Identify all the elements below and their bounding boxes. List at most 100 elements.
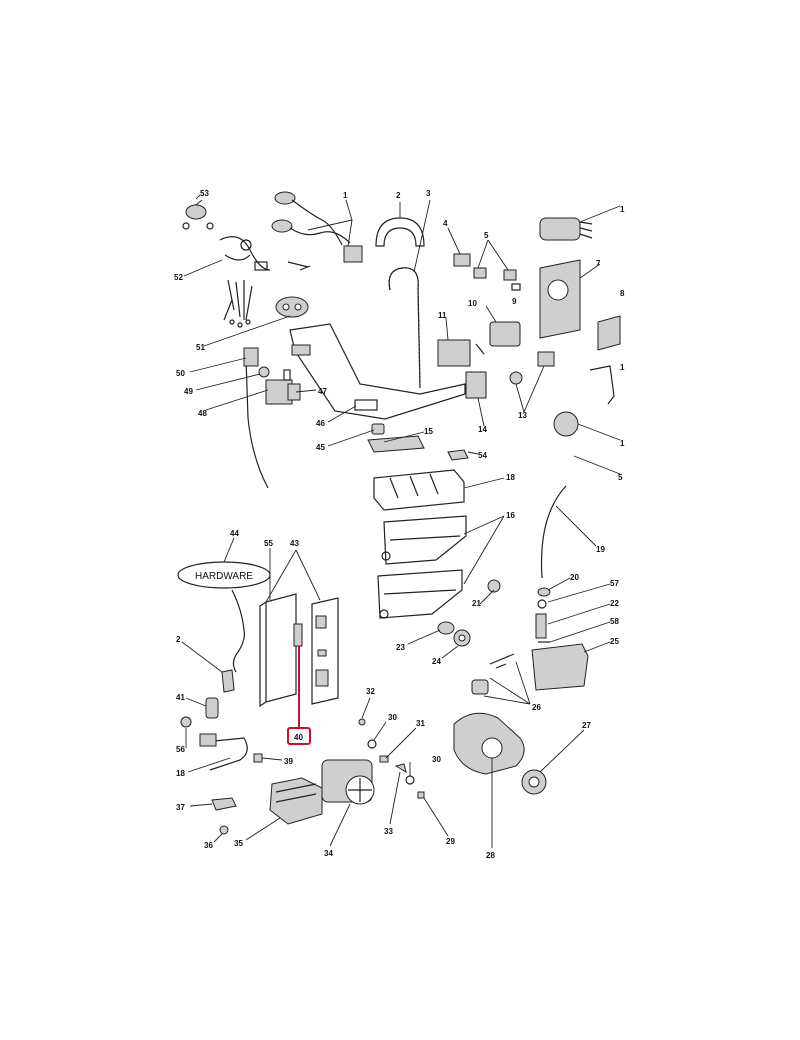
callout-11: 11	[438, 311, 447, 320]
part-40-connector[interactable]	[293, 623, 303, 647]
callout-25: 25	[610, 637, 619, 646]
part-57-ring[interactable]	[537, 599, 547, 609]
callout-29: 29	[446, 837, 455, 846]
part-31-bolt[interactable]	[379, 755, 389, 763]
callout-53: 53	[200, 189, 209, 198]
callout-39: 39	[284, 757, 293, 766]
callout-1-right-3: 1	[620, 439, 625, 448]
part-54-clip[interactable]	[447, 449, 469, 461]
callout-28: 28	[486, 851, 495, 860]
callout-56: 56	[176, 745, 185, 754]
callout-27: 27	[582, 721, 591, 730]
part-47-valve[interactable]	[265, 369, 301, 405]
part-1-mains-cable[interactable]	[271, 191, 363, 271]
part-50-hose[interactable]	[243, 347, 269, 489]
part-13-knobs[interactable]	[509, 351, 555, 385]
callout-2-left: 2	[176, 635, 181, 644]
part-41-tube[interactable]	[205, 697, 219, 719]
callout-15: 15	[424, 427, 433, 436]
part-18-detergent-drawer[interactable]	[373, 469, 465, 511]
callout-1: 1	[343, 191, 348, 200]
callout-49: 49	[184, 387, 193, 396]
part-19-tube[interactable]	[540, 485, 567, 579]
callout-16: 16	[506, 511, 515, 520]
part-25-terminal-block[interactable]	[531, 643, 589, 691]
part-28-drain-pump[interactable]	[453, 712, 525, 775]
part-46-control-panel[interactable]	[289, 323, 466, 420]
part-36-screw[interactable]	[219, 825, 229, 835]
part-2-lamp-bracket[interactable]	[221, 669, 235, 693]
part-43-pcb[interactable]	[311, 597, 339, 705]
callout-9: 9	[512, 297, 517, 306]
callout-57: 57	[610, 579, 619, 588]
part-51-grommet[interactable]	[275, 296, 309, 318]
part-7-programmer[interactable]	[539, 259, 581, 339]
callout-3: 3	[426, 189, 431, 198]
part-35-pump-motor[interactable]	[269, 777, 323, 825]
part-9-connector[interactable]	[511, 283, 521, 291]
part-49-ring[interactable]	[258, 366, 270, 378]
part-10-timer[interactable]	[475, 321, 521, 355]
part-5-lamp[interactable]	[473, 267, 517, 281]
callout-4: 4	[443, 219, 448, 228]
callout-26: 26	[532, 703, 541, 712]
part-26-heater-parts[interactable]	[471, 653, 515, 695]
part-21-fitting[interactable]	[487, 579, 501, 593]
callout-40[interactable]: 40	[294, 733, 303, 742]
callout-21: 21	[472, 599, 481, 608]
part-14-interference-filter[interactable]	[465, 371, 487, 399]
callout-52: 52	[174, 273, 183, 282]
part-pressure-switch[interactable]	[553, 411, 579, 437]
part-30-washer-b[interactable]	[405, 775, 415, 785]
callout-30-b: 30	[432, 755, 441, 764]
part-15-knob-insert[interactable]	[367, 435, 425, 453]
callout-5: 5	[484, 231, 489, 240]
part-33-bracket[interactable]	[394, 763, 407, 774]
hardware-label: HARDWARE	[195, 571, 253, 582]
callout-10: 10	[468, 299, 477, 308]
callout-45: 45	[316, 443, 325, 452]
part-3-drain-hose[interactable]	[388, 267, 421, 389]
part-24-seal[interactable]	[453, 629, 471, 647]
part-39-clip[interactable]	[253, 753, 263, 763]
part-44-hardware-bag[interactable]: HARDWARE	[177, 561, 271, 673]
part-56-knob[interactable]	[180, 716, 192, 728]
callout-31: 31	[416, 719, 425, 728]
part-53-plug[interactable]	[182, 194, 214, 230]
part-55-cover[interactable]	[259, 593, 297, 708]
part-6-capacitor[interactable]	[539, 217, 593, 241]
part-8-module[interactable]	[597, 315, 621, 351]
part-52-wiring-harness[interactable]	[219, 236, 271, 328]
part-2-hose-clamp[interactable]	[375, 217, 425, 247]
callout-2: 2	[396, 191, 401, 200]
part-18b-heater-element[interactable]	[199, 733, 248, 771]
part-4-switch[interactable]	[453, 253, 471, 267]
part-27-pump-filter[interactable]	[521, 769, 547, 795]
part-32-screw[interactable]	[358, 718, 366, 726]
highlight-part-40[interactable]	[287, 646, 311, 745]
callout-54: 54	[478, 451, 487, 460]
callout-5-right: 5	[618, 473, 623, 482]
part-16-drawer-lower[interactable]	[377, 569, 463, 619]
part-30-washer-a[interactable]	[367, 739, 377, 749]
part-22-spring-tube[interactable]	[535, 613, 547, 639]
part-16-drawer-upper[interactable]	[381, 515, 467, 565]
part-29-screw[interactable]	[417, 791, 425, 799]
callout-22: 22	[610, 599, 619, 608]
part-23-bearing[interactable]	[437, 621, 455, 635]
callout-47: 47	[318, 387, 327, 396]
part-37-bracket[interactable]	[211, 797, 237, 811]
callout-44: 44	[230, 529, 239, 538]
part-right-bracket[interactable]	[589, 365, 615, 405]
part-20-cap[interactable]	[537, 587, 551, 597]
callout-43: 43	[290, 539, 299, 548]
callout-37: 37	[176, 803, 185, 812]
callout-51: 51	[196, 343, 205, 352]
callout-14: 14	[478, 425, 487, 434]
callout-18: 18	[506, 473, 515, 482]
part-34-motor[interactable]	[321, 759, 375, 805]
part-11-switch-block[interactable]	[437, 339, 471, 367]
part-45-button[interactable]	[371, 423, 385, 435]
callout-19: 19	[596, 545, 605, 554]
